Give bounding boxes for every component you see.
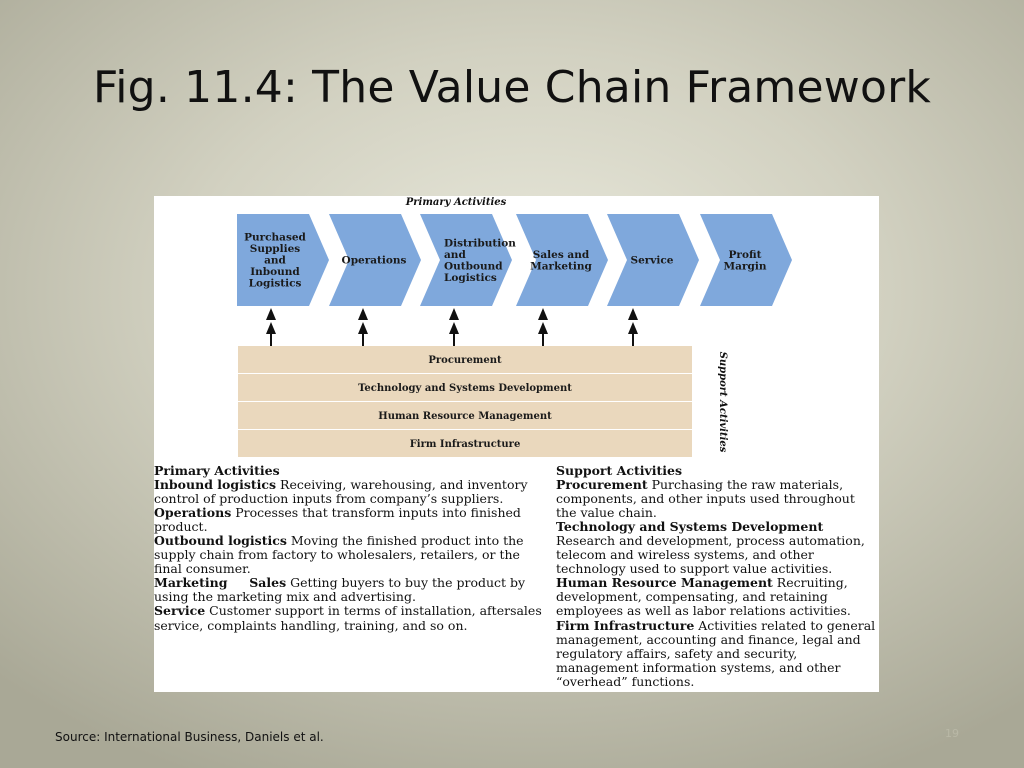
support-link-arrow: [449, 322, 459, 334]
support-link-arrow: [358, 322, 368, 334]
support-activity-band: [238, 374, 692, 401]
description-item: Procurement Purchasing the raw materials…: [556, 478, 879, 520]
description-item: Technology and Systems Development Resea…: [556, 520, 879, 576]
page-number: 19: [945, 727, 959, 740]
description-term: Operations: [154, 505, 232, 521]
support-link-stem: [542, 334, 544, 346]
description-term: Service: [154, 603, 206, 619]
support-link-arrow: [266, 308, 276, 320]
description-text: Activities related to general management…: [556, 617, 876, 689]
description-text: Processes that transform inputs into fin…: [154, 505, 521, 535]
support-link-arrow: [628, 308, 638, 320]
description-text: Recruiting, development, compensating, a…: [556, 575, 851, 619]
support-link-stem: [632, 334, 634, 346]
description-term: Marketing Sales: [154, 575, 287, 591]
source-citation: Source: International Business, Daniels …: [55, 730, 324, 744]
description-item: Inbound logistics Receiving, warehousing…: [154, 478, 549, 506]
support-link-stem: [362, 334, 364, 346]
support-activities-side-label: Support Activities: [717, 352, 728, 453]
slide-title: Fig. 11.4: The Value Chain Framework: [92, 62, 932, 113]
description-term: Human Resource Management: [556, 575, 773, 591]
primary-activity-arrow: [700, 214, 792, 306]
primary-activities-descriptions: Primary Activities Inbound logistics Rec…: [154, 463, 549, 633]
primary-activity-arrow: [516, 214, 608, 306]
description-item: Firm Infrastructure Activities related t…: [556, 617, 879, 689]
support-link-arrow: [449, 308, 459, 320]
support-link-stem: [270, 334, 272, 346]
primary-descriptions-heading: Primary Activities: [154, 463, 280, 478]
support-link-arrow: [266, 322, 276, 334]
primary-activity-label: Service: [631, 255, 674, 267]
description-item: Human Resource Management Recruiting, de…: [556, 576, 879, 618]
support-link-arrow: [538, 308, 548, 320]
primary-activities-heading: Primary Activities: [405, 197, 507, 208]
description-term: Procurement: [556, 477, 648, 493]
support-activity-label: Firm Infrastructure: [410, 439, 521, 450]
description-text: Receiving, warehousing, and inventory co…: [154, 477, 528, 507]
support-activity-band: [238, 402, 692, 429]
support-activity-band: [238, 430, 692, 457]
description-text: Moving the finished product into the sup…: [154, 533, 524, 577]
description-text: Research and development, process automa…: [556, 533, 865, 577]
primary-activity-arrow: [237, 214, 329, 306]
support-activity-label: Technology and Systems Development: [358, 383, 572, 394]
description-term: Outbound logistics: [154, 533, 287, 549]
description-term: Technology and Systems Development: [556, 519, 824, 535]
support-activity-label: Procurement: [428, 355, 502, 366]
description-term: Inbound logistics: [154, 477, 277, 493]
description-text: Getting buyers to buy the product by usi…: [154, 575, 526, 605]
support-link-arrow: [628, 322, 638, 334]
primary-activity-arrow: [420, 214, 512, 306]
description-item: Outbound logistics Moving the finished p…: [154, 534, 549, 576]
description-text: Customer support in terms of installatio…: [154, 603, 542, 633]
support-link-stem: [453, 334, 455, 346]
support-link-arrow: [358, 308, 368, 320]
support-activity-label: Human Resource Management: [378, 411, 552, 422]
support-activities-descriptions: Support Activities Procurement Purchasin…: [556, 463, 879, 689]
description-item: Marketing Sales Getting buyers to buy th…: [154, 576, 549, 604]
primary-activity-label: Operations: [342, 255, 407, 267]
description-text: Purchasing the raw materials, components…: [556, 477, 855, 521]
support-descriptions-heading: Support Activities: [556, 463, 683, 478]
support-activity-band: [238, 346, 692, 373]
description-item: Service Customer support in terms of ins…: [154, 604, 549, 632]
support-link-arrow: [538, 322, 548, 334]
description-term: Firm Infrastructure: [556, 617, 695, 633]
description-item: Operations Processes that transform inpu…: [154, 506, 549, 534]
primary-activity-arrow: [329, 214, 421, 306]
primary-activity-arrow: [607, 214, 699, 306]
